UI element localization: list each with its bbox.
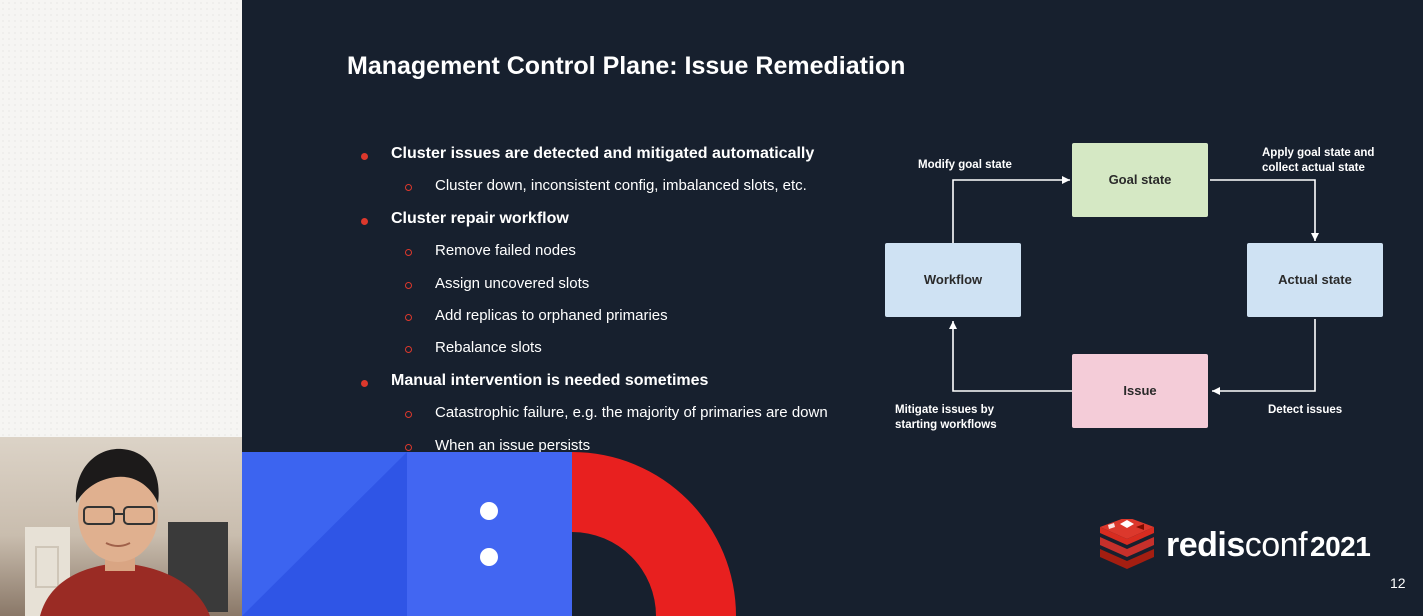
sub-bullet-item: Remove failed nodes	[347, 238, 867, 270]
node-goal-state: Goal state	[1072, 143, 1208, 217]
node-actual-state-label: Actual state	[1278, 272, 1352, 287]
redis-cube-icon	[1100, 519, 1154, 569]
bullet-dot-icon	[361, 379, 368, 387]
edge-actual-to-issue	[1212, 319, 1316, 395]
sub-bullet-text: Cluster down, inconsistent config, imbal…	[435, 177, 807, 195]
sub-bullet-item: When an issue persists	[347, 433, 867, 465]
sub-bullet-item: Rebalance slots	[347, 335, 867, 367]
presentation-slide: Management Control Plane: Issue Remediat…	[242, 0, 1423, 616]
sub-bullet-item: Catastrophic failure, e.g. the majority …	[347, 400, 867, 432]
bullet-ring-icon	[405, 184, 412, 192]
node-issue-label: Issue	[1123, 383, 1156, 398]
bullet-ring-icon	[405, 411, 412, 419]
deco-blue-block-right	[407, 452, 572, 616]
bullet-ring-icon	[405, 443, 412, 451]
node-workflow: Workflow	[885, 243, 1021, 317]
node-workflow-label: Workflow	[924, 272, 983, 287]
bullet-ring-icon	[405, 313, 412, 321]
sub-bullet-text: Remove failed nodes	[435, 242, 576, 260]
sub-bullet-text: Add replicas to orphaned primaries	[435, 306, 668, 324]
edge-workflow-to-goal	[952, 176, 1070, 243]
node-actual-state: Actual state	[1247, 243, 1383, 317]
edge-label-mitigate-line1: Mitigate issues by	[895, 404, 995, 416]
bullet-text: Cluster issues are detected and mitigate…	[391, 145, 815, 162]
sub-bullet-text: Catastrophic failure, e.g. the majority …	[435, 404, 828, 422]
bullet-text: Cluster repair workflow	[391, 209, 569, 227]
edge-issue-to-workflow	[949, 321, 1072, 392]
deco-red-arc	[572, 452, 736, 616]
sub-bullet-item: Assign uncovered slots	[347, 271, 867, 303]
node-issue: Issue	[1072, 354, 1208, 428]
logo-suffix: conf	[1244, 525, 1308, 564]
deco-dot-bottom	[480, 548, 498, 566]
webcam-video-feed	[0, 437, 242, 616]
bullet-text: Manual intervention is needed sometimes	[391, 371, 709, 389]
slide-title: Management Control Plane: Issue Remediat…	[347, 52, 906, 80]
sub-bullet-text: Assign uncovered slots	[435, 274, 590, 292]
bullet-ring-icon	[405, 249, 412, 257]
logo-brand: redis	[1166, 525, 1245, 564]
edge-label-detect-issues: Detect issues	[1268, 404, 1342, 416]
bullet-dot-icon	[361, 153, 368, 160]
decorative-shapes	[242, 452, 736, 616]
deco-dot-top	[480, 502, 498, 520]
deco-blue-triangle	[242, 452, 407, 616]
node-goal-state-label: Goal state	[1109, 172, 1172, 187]
bullet-item: Cluster repair workflow	[347, 206, 867, 238]
bullet-ring-icon	[405, 281, 412, 289]
bullet-ring-icon	[405, 346, 412, 354]
sub-bullet-item: Add replicas to orphaned primaries	[347, 303, 867, 335]
edge-goal-to-actual	[1210, 179, 1319, 241]
presenter-image	[25, 448, 228, 616]
bullet-item: Manual intervention is needed sometimes	[347, 368, 867, 400]
edge-label-apply-goal-line1: Apply goal state and	[1262, 147, 1374, 159]
logo-year: 2021	[1310, 530, 1371, 562]
bullet-list: Cluster issues are detected and mitigate…	[347, 141, 867, 465]
bullet-dot-icon	[361, 217, 368, 225]
sub-bullet-text: When an issue persists	[435, 436, 591, 454]
remediation-cycle-diagram: Goal state Actual state Issue Workflow M…	[885, 143, 1383, 431]
edge-label-apply-goal-line2: collect actual state	[1262, 162, 1365, 174]
slide-number: 12	[1390, 575, 1406, 591]
bullet-item: Cluster issues are detected and mitigate…	[347, 141, 867, 173]
sub-bullet-text: Rebalance slots	[435, 339, 542, 357]
sub-bullet-item: Cluster down, inconsistent config, imbal…	[347, 173, 867, 205]
edge-label-mitigate-line2: starting workflows	[895, 419, 997, 431]
edge-label-modify-goal: Modify goal state	[918, 159, 1012, 171]
